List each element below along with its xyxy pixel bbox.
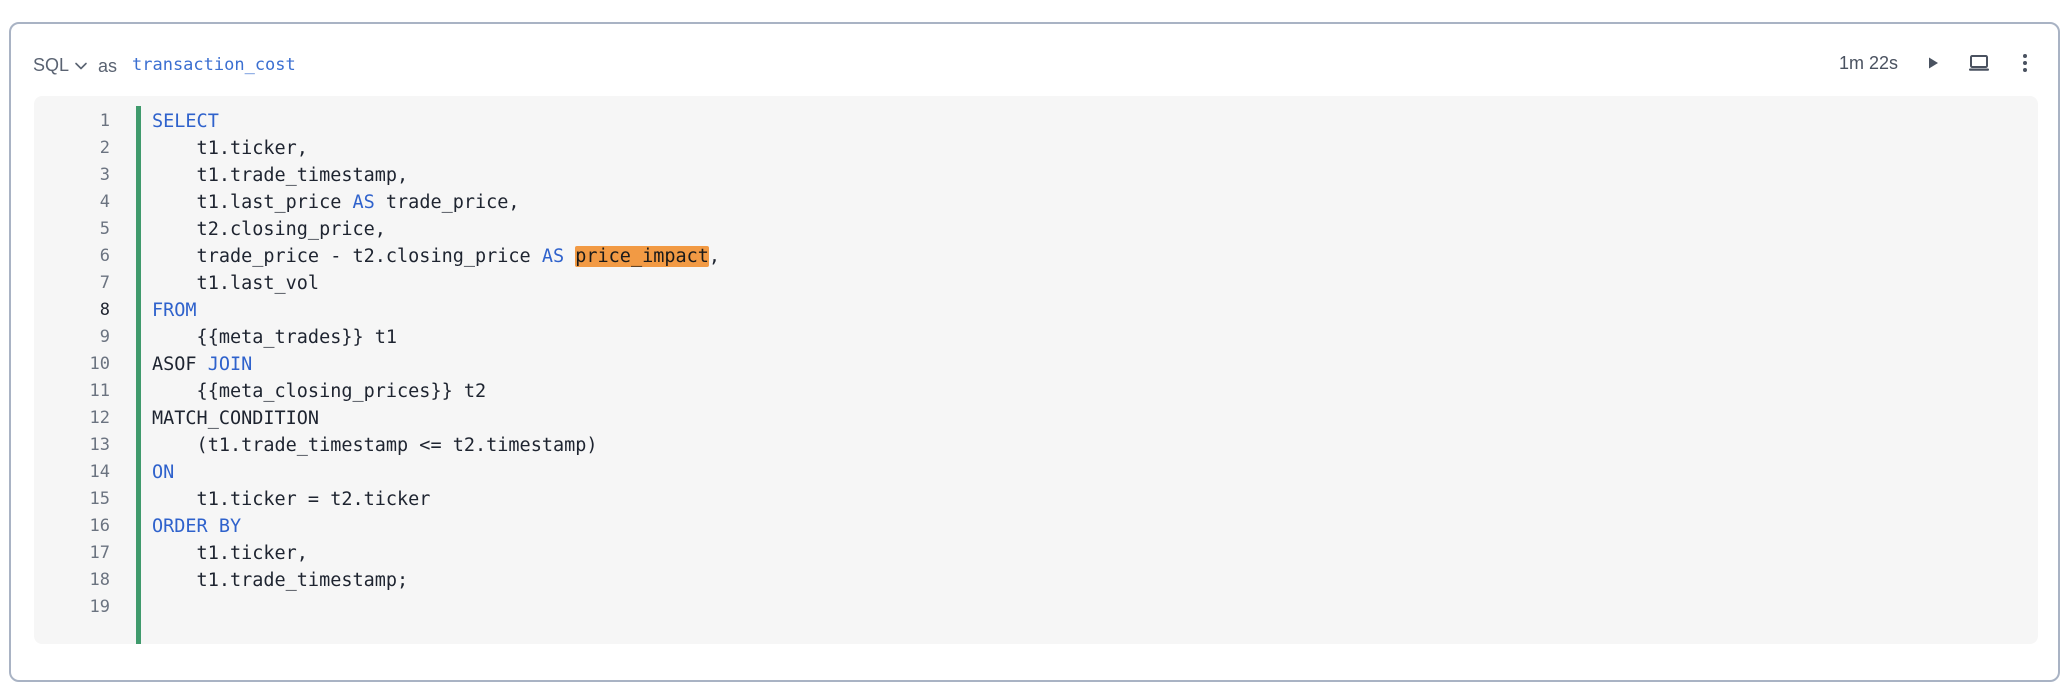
code-token: t1.last_vol xyxy=(152,273,320,294)
line-number: 18 xyxy=(89,570,110,590)
line-number: 7 xyxy=(99,273,110,293)
code-token: t1.ticker = t2.ticker xyxy=(152,489,431,510)
line-number: 14 xyxy=(89,462,110,482)
code-line[interactable] xyxy=(152,594,2028,621)
code-token: , xyxy=(708,246,721,267)
line-number: 4 xyxy=(99,192,110,212)
sql-keyword: JOIN xyxy=(207,354,253,375)
code-token: t1.ticker, xyxy=(152,138,308,159)
code-line[interactable]: t1.trade_timestamp; xyxy=(152,567,2028,594)
code-token: t1.trade_timestamp; xyxy=(152,570,409,591)
code-line[interactable]: t2.closing_price, xyxy=(152,216,2028,243)
code-line[interactable]: t1.ticker, xyxy=(152,135,2028,162)
line-number: 17 xyxy=(89,543,110,563)
line-number: 3 xyxy=(99,165,110,185)
code-line[interactable]: t1.ticker, xyxy=(152,540,2028,567)
code-line[interactable]: FROM xyxy=(152,297,2028,324)
line-number: 8 xyxy=(99,300,110,320)
code-line[interactable]: trade_price - t2.closing_price AS price_… xyxy=(152,243,2028,270)
language-label: SQL xyxy=(33,55,70,75)
code-line[interactable]: ON xyxy=(152,459,2028,486)
line-number: 6 xyxy=(99,246,110,266)
code-line[interactable]: t1.last_price AS trade_price, xyxy=(152,189,2028,216)
sql-keyword: FROM xyxy=(152,300,197,321)
language-selector[interactable]: SQL xyxy=(33,55,89,76)
line-number: 12 xyxy=(89,408,110,428)
code-token: {{meta_trades}} t1 xyxy=(152,327,398,348)
play-icon xyxy=(1929,57,1938,69)
code-token: trade_price, xyxy=(374,192,520,213)
line-number: 10 xyxy=(89,354,110,374)
line-number: 11 xyxy=(89,381,110,401)
line-number: 1 xyxy=(99,111,110,131)
sql-keyword: AS xyxy=(541,246,565,267)
code-line[interactable]: {{meta_closing_prices}} t2 xyxy=(152,378,2028,405)
code-token: t1.trade_timestamp, xyxy=(152,165,409,186)
code-line[interactable]: t1.trade_timestamp, xyxy=(152,162,2028,189)
line-number: 19 xyxy=(89,597,110,617)
code-token: ASOF xyxy=(152,354,208,375)
code-token: MATCH_CONDITION xyxy=(152,408,320,429)
code-token: {{meta_closing_prices}} t2 xyxy=(152,381,487,402)
code-line[interactable]: ORDER BY xyxy=(152,513,2028,540)
code-line[interactable]: {{meta_trades}} t1 xyxy=(152,324,2028,351)
sql-keyword: SELECT xyxy=(152,111,219,132)
code-line[interactable]: ASOF JOIN xyxy=(152,351,2028,378)
laptop-icon xyxy=(1969,55,1989,71)
cell-header: SQL as transaction_cost 1m 22s xyxy=(11,24,2058,90)
code-token xyxy=(564,246,575,267)
line-number: 2 xyxy=(99,138,110,158)
code-line[interactable]: MATCH_CONDITION xyxy=(152,405,2028,432)
line-number: 16 xyxy=(89,516,110,536)
sql-keyword: ON xyxy=(152,462,175,483)
code-token: t1.ticker, xyxy=(152,543,308,564)
cell-actions: 1m 22s xyxy=(1839,50,2038,76)
code-line[interactable]: (t1.trade_timestamp <= t2.timestamp) xyxy=(152,432,2028,459)
line-number: 5 xyxy=(99,219,110,239)
code-token: (t1.trade_timestamp <= t2.timestamp) xyxy=(152,435,598,456)
code-line[interactable]: SELECT xyxy=(152,108,2028,135)
code-content[interactable]: SELECT t1.ticker, t1.trade_timestamp, t1… xyxy=(152,108,2028,621)
result-variable-name[interactable]: transaction_cost xyxy=(132,55,296,75)
runtime-label: 1m 22s xyxy=(1838,52,1898,73)
sql-keyword: AS xyxy=(352,192,375,213)
line-number: 15 xyxy=(89,489,110,509)
chevron-down-icon xyxy=(73,58,89,74)
change-indicator-bar xyxy=(136,106,141,644)
more-vertical-icon xyxy=(2023,54,2027,72)
sql-keyword: ORDER BY xyxy=(152,516,242,537)
code-token: t1.last_price xyxy=(152,192,353,213)
as-label: as xyxy=(98,56,118,76)
line-number: 9 xyxy=(99,327,110,347)
line-number: 13 xyxy=(89,435,110,455)
highlighted-token: price_impact xyxy=(575,246,709,267)
code-line[interactable]: t1.ticker = t2.ticker xyxy=(152,486,2028,513)
code-token: trade_price - t2.closing_price xyxy=(152,246,542,267)
code-token: t2.closing_price, xyxy=(152,219,386,240)
more-options-button[interactable] xyxy=(2012,50,2038,76)
toggle-output-button[interactable] xyxy=(1966,50,1992,76)
run-button[interactable] xyxy=(1920,50,1946,76)
code-line[interactable]: t1.last_vol xyxy=(152,270,2028,297)
